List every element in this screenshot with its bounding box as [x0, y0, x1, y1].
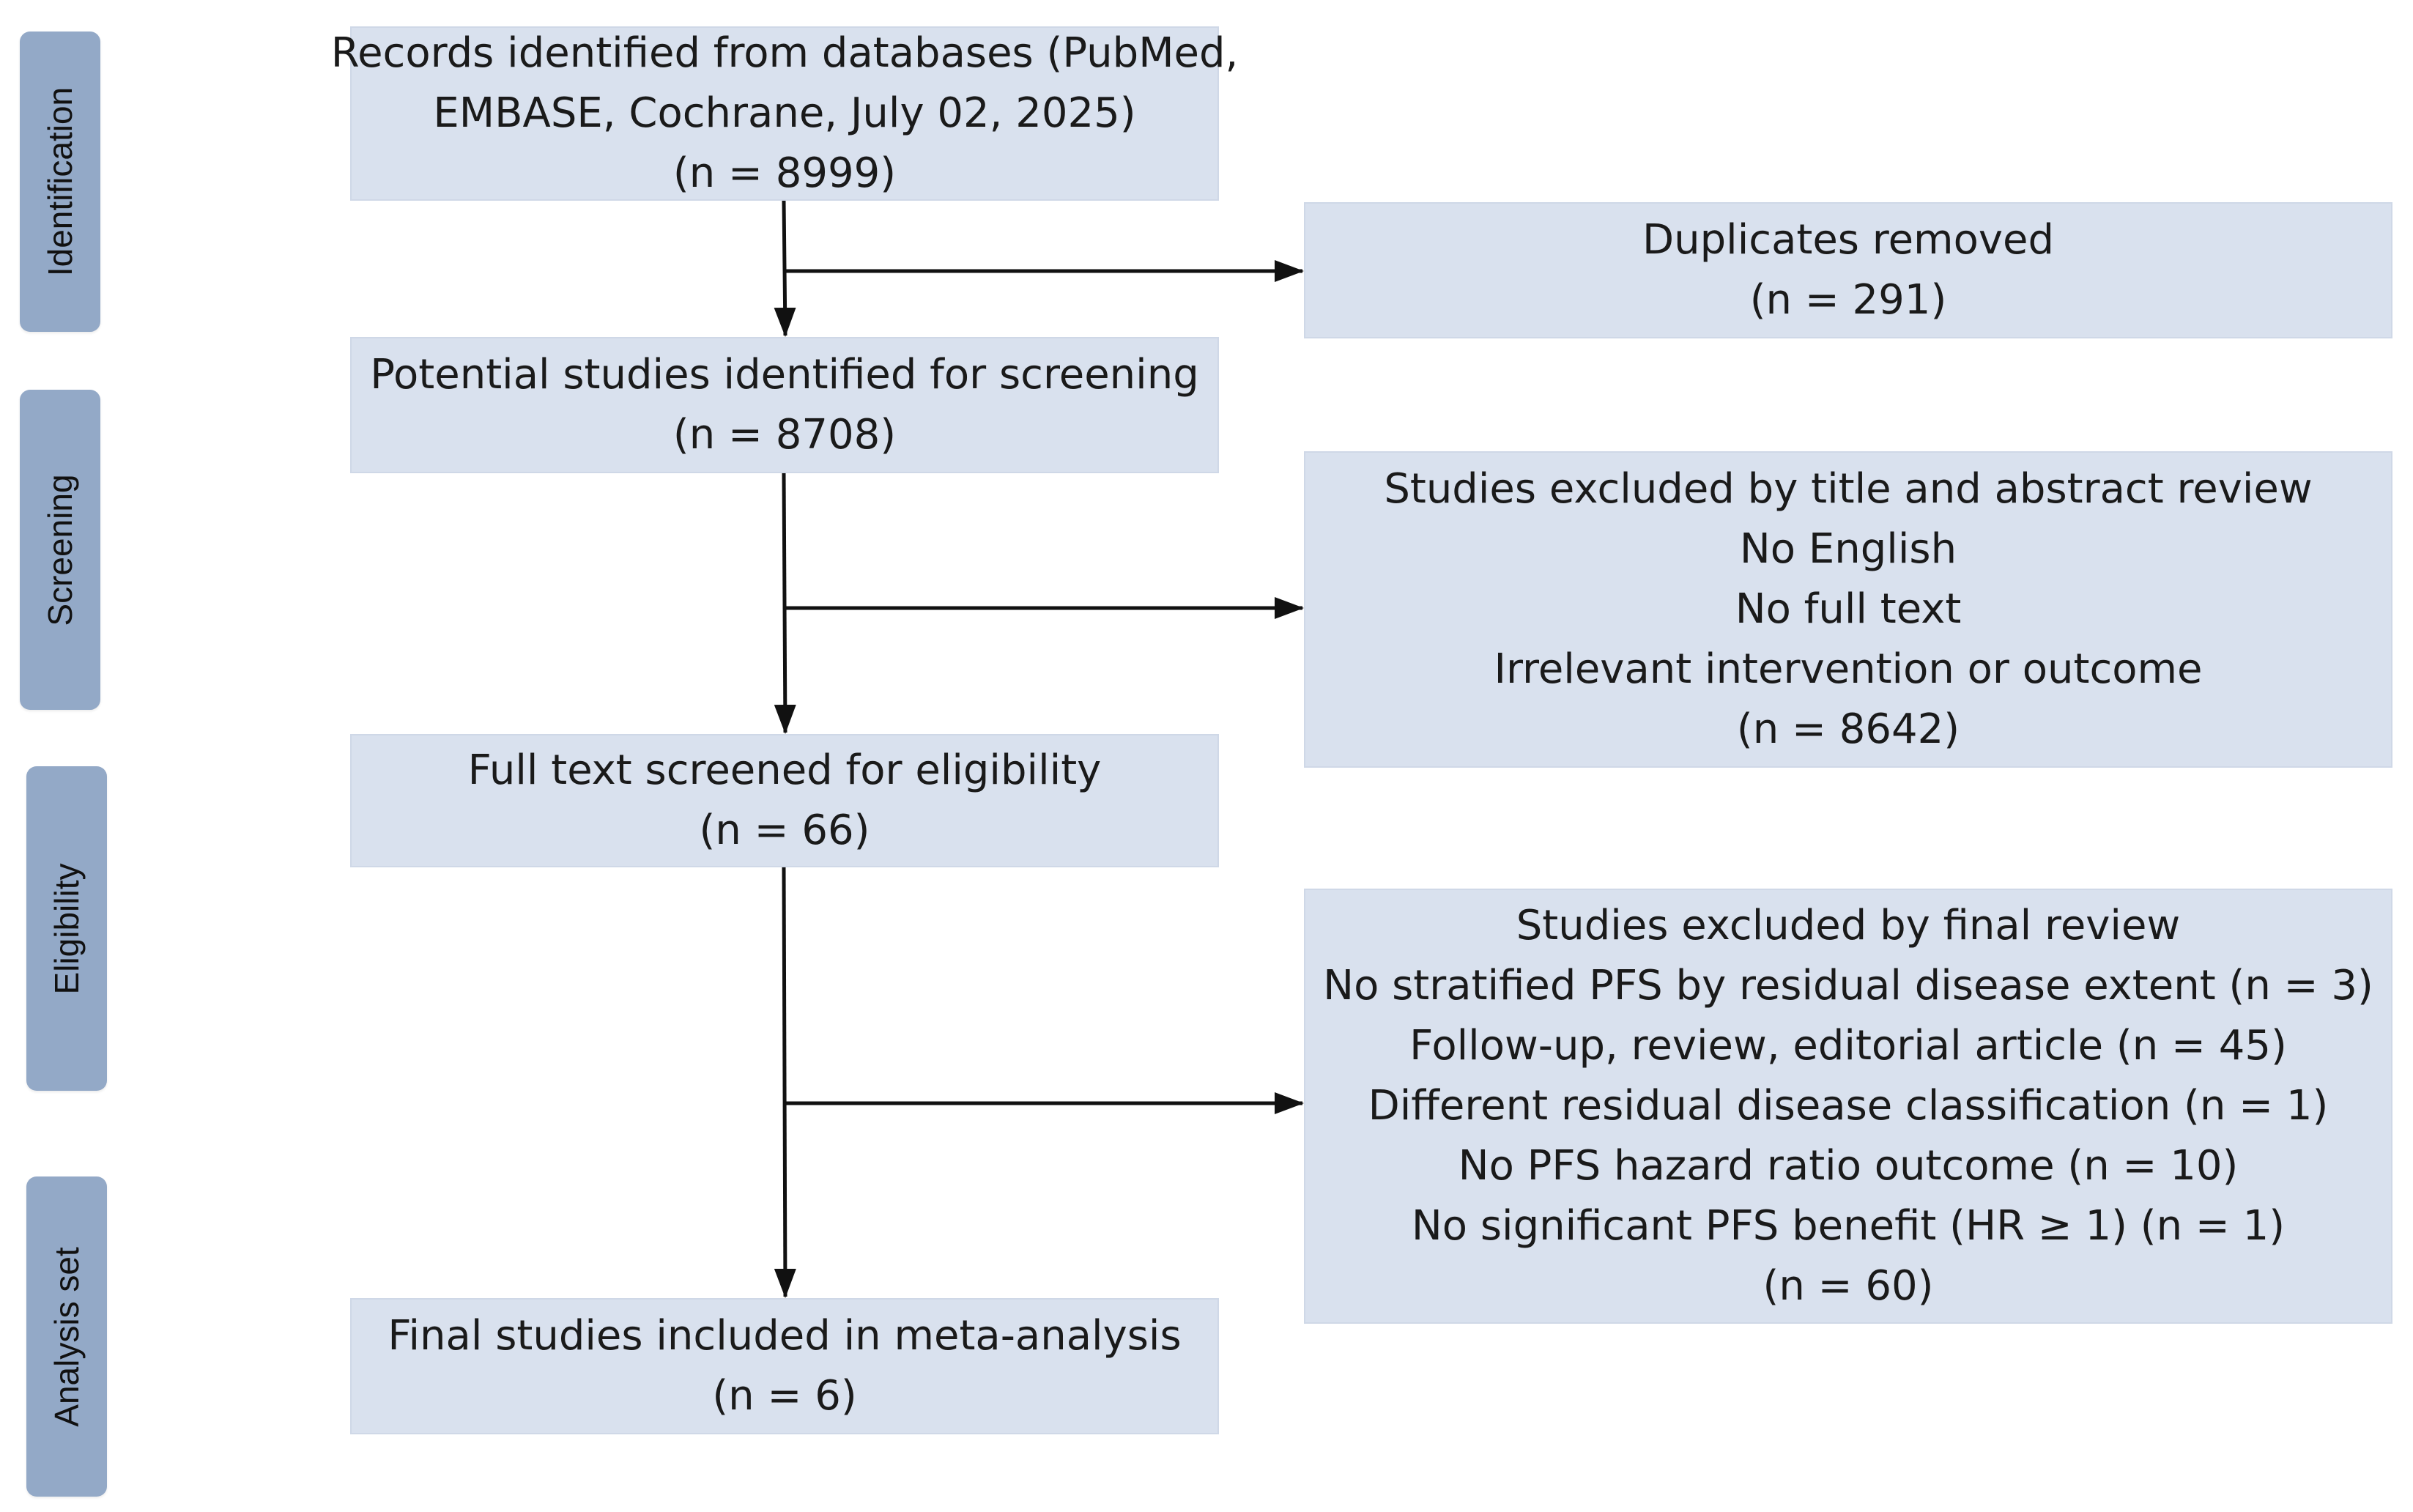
phase-screening: Screening — [20, 390, 100, 710]
final-studies-box: Final studies included in meta-analysis … — [350, 1298, 1219, 1434]
box-line: Full text screened for eligibility — [467, 746, 1102, 794]
arrow-records-to-potential — [774, 200, 796, 337]
box-line: EMBASE, Cochrane, July 02, 2025) — [433, 89, 1136, 137]
duplicates-removed-box: Duplicates removed (n = 291) — [1304, 202, 2392, 338]
box-line: (n = 8642) — [1736, 705, 1960, 753]
box-line: Different residual disease classificatio… — [1368, 1082, 2329, 1130]
arrow-fulltext-to-final — [774, 867, 796, 1298]
full-text-screened-box: Full text screened for eligibility (n = … — [350, 734, 1219, 867]
box-line: Studies excluded by final review — [1516, 902, 2181, 949]
phase-analysis-set: Analysis set — [26, 1176, 107, 1497]
phase-eligibility: Eligibility — [26, 766, 107, 1091]
box-line: No significant PFS benefit (HR ≥ 1) (n =… — [1411, 1202, 2286, 1250]
box-line: (n = 66) — [699, 807, 870, 854]
box-line: Final studies included in meta-analysis — [388, 1312, 1182, 1360]
box-line: No PFS hazard ratio outcome (n = 10) — [1458, 1142, 2239, 1190]
box-line: No English — [1739, 525, 1957, 573]
box-line: Follow-up, review, editorial article (n … — [1409, 1022, 2287, 1070]
box-line: (n = 291) — [1749, 276, 1947, 324]
box-line: Irrelevant intervention or outcome — [1494, 645, 2203, 693]
excluded-title-abstract-box: Studies excluded by title and abstract r… — [1304, 451, 2392, 768]
box-line: (n = 8999) — [672, 149, 897, 197]
box-line: No stratified PFS by residual disease ex… — [1323, 962, 2373, 1009]
box-line: No full text — [1735, 585, 1962, 633]
box-line: Potential studies identified for screeni… — [370, 351, 1199, 399]
potential-studies-box: Potential studies identified for screeni… — [350, 337, 1219, 473]
records-identified-box: Records identified from databases (PubMe… — [331, 26, 1238, 201]
excluded-final-review-box: Studies excluded by final review No stra… — [1304, 889, 2392, 1324]
box-line: Duplicates removed — [1642, 216, 2054, 264]
box-line: Studies excluded by title and abstract r… — [1384, 465, 2313, 513]
box-line: Records identified from databases (PubMe… — [330, 29, 1239, 77]
box-line: (n = 6) — [712, 1372, 857, 1420]
arrow-potential-to-fulltext — [774, 472, 796, 734]
box-line: (n = 60) — [1763, 1262, 1934, 1310]
box-line: (n = 8708) — [672, 411, 897, 459]
phase-identification: Identification — [20, 32, 100, 332]
